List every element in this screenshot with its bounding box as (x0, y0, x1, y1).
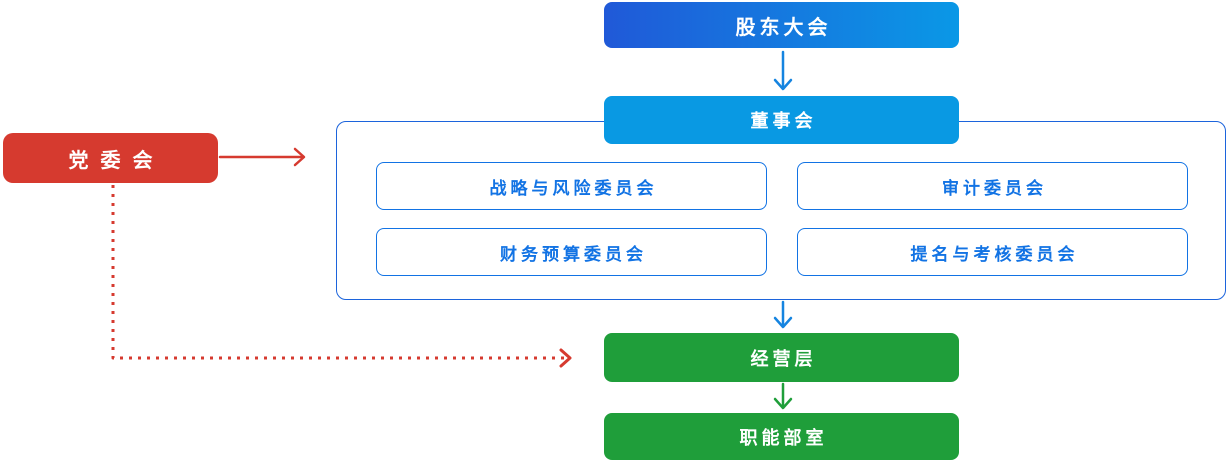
arrow-board-to-management-head (773, 316, 793, 329)
arrow-shareholders-to-board-head (773, 78, 793, 91)
arrow-party-to-board-head (293, 147, 306, 167)
arrow-management-to-departments-head (773, 397, 793, 410)
arrow-party-to-board (218, 147, 306, 167)
node-board-of-directors: 董事会 (604, 96, 959, 144)
node-management: 经营层 (604, 333, 959, 382)
node-committee-financial-budget: 财务预算委员会 (376, 228, 767, 276)
node-shareholders-meeting: 股东大会 (604, 2, 959, 48)
node-committee-nomination-assessment: 提名与考核委员会 (797, 228, 1188, 276)
arrow-board-to-management (773, 300, 793, 329)
arrow-party-to-management-dashed-head (559, 348, 572, 368)
arrow-management-to-departments (773, 382, 793, 410)
node-committee-audit: 审计委员会 (797, 162, 1188, 210)
arrow-shareholders-to-board (773, 50, 793, 91)
node-party-committee: 党委会 (3, 133, 218, 183)
node-committee-strategy-risk: 战略与风险委员会 (376, 162, 767, 210)
node-functional-departments: 职能部室 (604, 413, 959, 460)
